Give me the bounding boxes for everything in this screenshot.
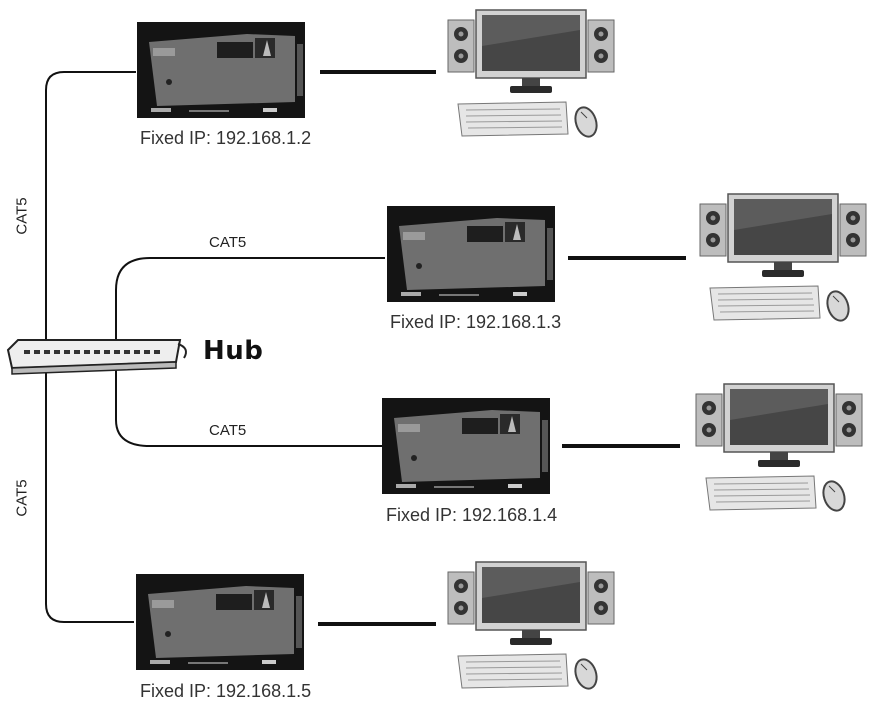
cable-label-node-3: CAT5 [209, 422, 247, 439]
workstation-node-1 [447, 9, 615, 141]
ip-label-node-4: Fixed IP: 192.168.1.5 [140, 681, 312, 701]
workstation-node-4 [447, 561, 615, 693]
extender-node-3 [382, 398, 550, 494]
hub-device [6, 339, 187, 375]
extender-node-1 [137, 22, 305, 118]
ip-label-node-3: Fixed IP: 192.168.1.4 [386, 505, 558, 525]
hub-label: Hub [203, 336, 264, 366]
cable-label-top-left: CAT5 [13, 197, 31, 235]
cable-label-bottom-left: CAT5 [13, 479, 31, 517]
extender-node-2 [387, 206, 555, 302]
cable-to-node-1 [45, 71, 136, 342]
extender-node-4 [136, 574, 304, 670]
cable-to-node-4 [45, 368, 134, 623]
ip-label-node-2: Fixed IP: 192.168.1.3 [390, 312, 562, 332]
cables [45, 71, 385, 623]
workstation-node-3 [695, 383, 863, 515]
ip-label-node-1: Fixed IP: 192.168.1.2 [140, 128, 312, 148]
cable-to-node-3 [115, 368, 384, 447]
video-links [318, 70, 686, 626]
cable-label-node-2: CAT5 [209, 234, 247, 251]
workstation-node-2 [699, 193, 867, 325]
cable-to-node-2 [115, 257, 385, 342]
